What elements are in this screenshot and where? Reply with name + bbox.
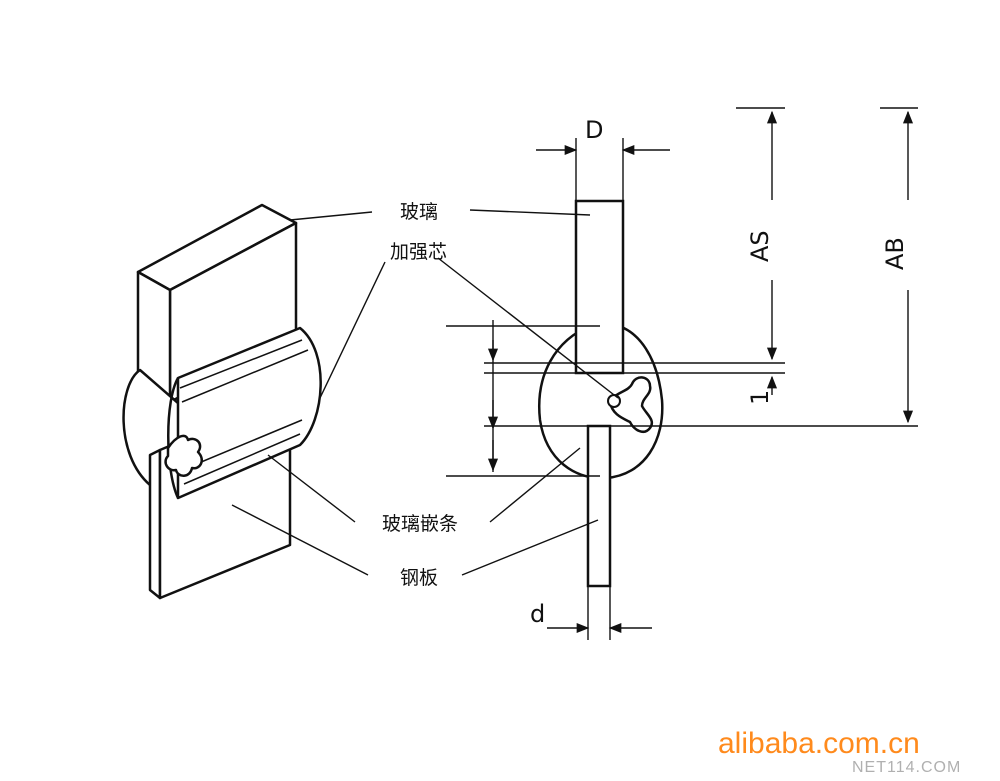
label-glass-strip: 玻璃嵌条 <box>382 513 458 535</box>
dim-label-AB: AB <box>881 237 909 270</box>
dim-label-AS: AS <box>746 230 774 262</box>
watermark-site: NET114.COM <box>852 759 961 776</box>
reinforcement-core-shape <box>164 434 203 477</box>
section-steel <box>586 424 612 588</box>
dim-label-d: d <box>530 600 545 628</box>
leader-lines <box>231 209 619 576</box>
section-glass <box>574 199 625 375</box>
watermark-brand: alibaba.com.cn <box>718 727 920 760</box>
dim-label-1: 1 <box>746 390 774 405</box>
dim-label-D: D <box>585 116 603 144</box>
section-view <box>538 199 664 588</box>
dimension-lines <box>446 107 918 640</box>
label-steel-plate: 钢板 <box>400 567 438 589</box>
section-core-shape <box>608 376 654 433</box>
label-reinforcement-core: 加强芯 <box>390 241 447 263</box>
glass-slab <box>136 203 298 404</box>
label-glass: 玻璃 <box>400 201 438 223</box>
core-cylinder <box>167 326 322 500</box>
isometric-view <box>122 203 322 600</box>
